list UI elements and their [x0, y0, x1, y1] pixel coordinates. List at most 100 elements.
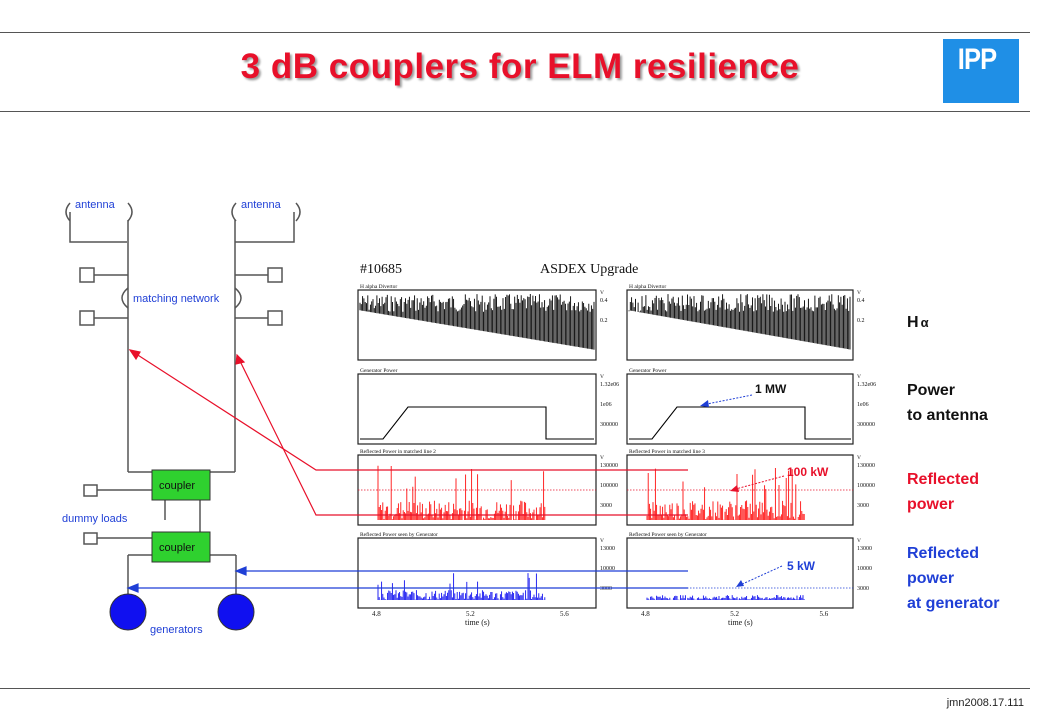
x-tick-label: 5.6 — [820, 610, 829, 618]
tick-label: 300000 — [600, 422, 618, 428]
generator-power-trace — [360, 406, 594, 440]
plot-panel-frame — [626, 373, 854, 445]
tick-label: 1e06 — [600, 402, 612, 408]
generators-label: generators — [150, 624, 203, 636]
tick-label: 10000 — [600, 566, 615, 572]
panel-title: H alpha Divertor — [360, 284, 397, 290]
antenna-right-label: antenna — [241, 199, 282, 211]
blue-arrows — [126, 566, 688, 593]
h-label: H — [907, 314, 919, 331]
one-mw-label: 1 MW — [755, 382, 787, 396]
coupler-bottom-box — [151, 531, 211, 563]
tick-label: 3000 — [600, 586, 612, 592]
tick-label: 300000 — [857, 422, 875, 428]
tick-label: 0.4 — [600, 298, 608, 304]
logo-text: IPP — [957, 43, 997, 76]
tick-label: 0.2 — [600, 318, 608, 324]
halpha-trace — [359, 294, 595, 350]
matching-network-label: matching network — [133, 293, 220, 305]
tick-label: 1e06 — [857, 402, 869, 408]
plot-panel-frame — [626, 537, 854, 609]
panel-title: Reflected Power seen by Generator — [629, 531, 707, 538]
circuit-diagram: antenna antenna matching network dummy l… — [62, 199, 301, 636]
unit-label: V — [857, 374, 861, 380]
tick-label: 130000 — [857, 463, 875, 469]
generator-power-trace — [629, 406, 851, 440]
x-tick-label: 5.2 — [466, 610, 475, 618]
footer-rule — [0, 688, 1030, 689]
antenna-left-label: antenna — [75, 199, 116, 211]
tick-label: 100000 — [857, 483, 875, 489]
unit-label: V — [600, 290, 604, 296]
hundred-kw-label: 100 kW — [787, 465, 829, 479]
x-tick-label: 4.8 — [372, 610, 381, 618]
plot-panel-frame — [357, 289, 597, 361]
generator-reflected-trace — [377, 573, 546, 600]
plot-panel-frame — [357, 537, 597, 609]
top-rule — [0, 32, 1030, 33]
reflected-power-trace — [646, 468, 805, 520]
tick-label: 3000 — [857, 586, 869, 592]
unit-label: V — [857, 455, 861, 461]
panel-title: Reflected Power seen by Generator — [360, 531, 438, 538]
tick-label: 10000 — [857, 566, 872, 572]
plot-traces — [358, 294, 853, 600]
annotation-arrowheads — [700, 400, 744, 587]
reflected-power-trace — [377, 465, 546, 520]
page-title: 3 dB couplers for ELM resilience — [240, 47, 800, 86]
plot-panel-frame — [357, 373, 597, 445]
tick-label: 0.2 — [857, 318, 865, 324]
x-tick-label: 4.8 — [641, 610, 650, 618]
refgen-label-line3: at generator — [907, 595, 1000, 612]
footer-id: jmn2008.17.111 — [946, 697, 1024, 709]
machine-name: ASDEX Upgrade — [540, 262, 638, 277]
unit-label: V — [600, 538, 604, 544]
reflected-power-label: Reflected power — [907, 469, 979, 515]
dummy-loads-label: dummy loads — [62, 513, 128, 525]
generator-left-icon — [109, 593, 147, 631]
panel-title: Reflected Power in matched line 2 — [360, 448, 436, 455]
reflected-power-generator-label: Reflected power at generator — [907, 543, 999, 614]
panel-title: Reflected Power in matched line 3 — [629, 448, 705, 455]
reflected-label-line2: power — [907, 496, 955, 513]
unit-label: V — [857, 290, 861, 296]
red-arrows — [128, 349, 688, 516]
tick-label: 100000 — [600, 483, 618, 489]
title-rule — [0, 111, 1030, 112]
power-to-antenna-label: Power to antenna — [907, 380, 988, 426]
refgen-label-line1: Reflected — [907, 545, 980, 562]
x-axis-label: time (s) — [728, 618, 753, 627]
tick-label: 3000 — [600, 503, 612, 509]
power-label-line2: to antenna — [907, 407, 988, 424]
halpha-trace — [628, 294, 851, 350]
shot-number: #10685 — [360, 262, 402, 277]
plot-panel-frame — [626, 289, 854, 361]
panel-title: Generator Power — [360, 368, 398, 374]
annotation-arrows — [701, 394, 785, 587]
coupler-top-box — [151, 469, 211, 501]
antenna-right-icon — [231, 202, 301, 243]
x-tick-label: 5.2 — [730, 610, 739, 618]
coupler-bottom-label: coupler — [159, 542, 195, 554]
unit-label: V — [600, 374, 604, 380]
panel-title: Generator Power — [629, 368, 667, 374]
generator-reflected-trace — [646, 595, 805, 600]
five-kw-label: 5 kW — [787, 559, 816, 573]
coupler-top-label: coupler — [159, 480, 195, 492]
unit-label: V — [600, 455, 604, 461]
reflected-label-line1: Reflected — [907, 471, 980, 488]
x-tick-label: 5.6 — [560, 610, 569, 618]
tick-label: 1.32e06 — [600, 382, 619, 388]
ipp-logo: IPP — [943, 39, 1019, 103]
unit-label: V — [857, 538, 861, 544]
alpha-label: α — [920, 315, 929, 330]
tick-label: 1.32e06 — [857, 382, 876, 388]
tick-label: 13000 — [600, 546, 615, 552]
tick-label: 0.4 — [857, 298, 865, 304]
x-axis-label: time (s) — [465, 618, 490, 627]
tick-label: 3000 — [857, 503, 869, 509]
refgen-label-line2: power — [907, 570, 955, 587]
